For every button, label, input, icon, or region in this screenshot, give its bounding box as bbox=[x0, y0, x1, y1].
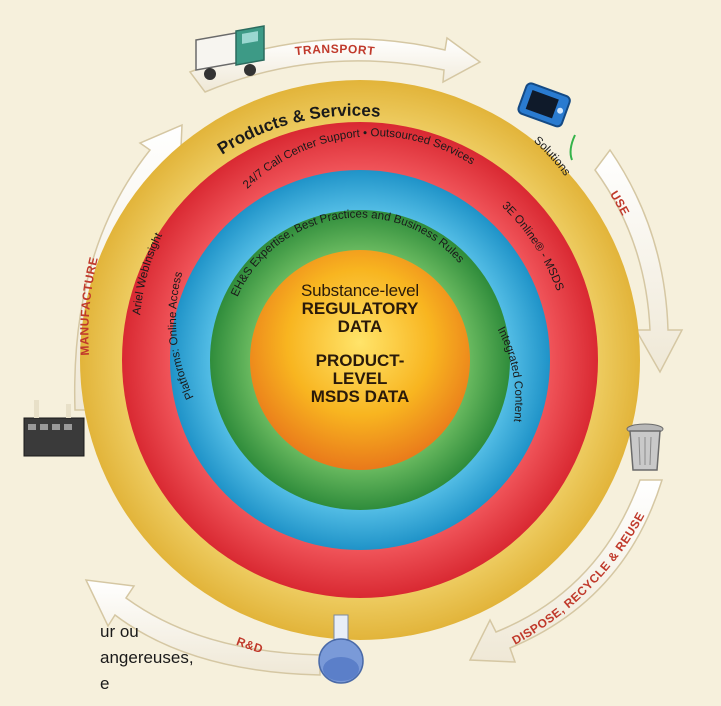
core-circle bbox=[250, 250, 470, 470]
core-line-4: PRODUCT- bbox=[315, 351, 405, 370]
truck-icon bbox=[195, 25, 265, 80]
concentric-rings bbox=[80, 80, 640, 640]
factory-icon bbox=[23, 400, 85, 457]
core-line-5: LEVEL bbox=[332, 369, 388, 388]
device-icon bbox=[517, 82, 571, 128]
core-text: Substance-level REGULATORY DATA PRODUCT-… bbox=[260, 282, 460, 406]
caption-line-1: ur ou bbox=[100, 622, 139, 641]
caption-line-3: e bbox=[100, 674, 110, 693]
core-line-1: Substance-level bbox=[301, 281, 419, 300]
core-line-2: REGULATORY bbox=[301, 299, 419, 318]
core-line-3: DATA bbox=[337, 317, 383, 336]
flask-icon bbox=[318, 614, 364, 684]
caption-line-2: angereuses, bbox=[100, 648, 194, 667]
core-line-6: MSDS DATA bbox=[310, 387, 410, 406]
label-transport: TRANSPORT bbox=[294, 42, 376, 58]
trash-can-icon bbox=[626, 423, 664, 471]
